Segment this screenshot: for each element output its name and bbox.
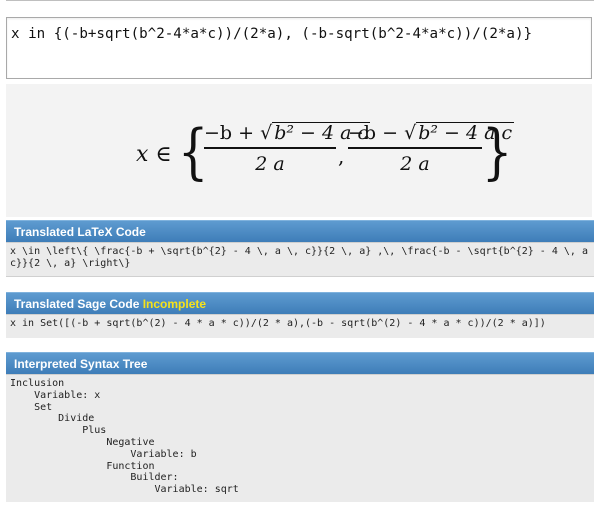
fraction-plus-numerator: −b + √b² − 4 a c: [204, 122, 371, 144]
rendered-math-area: x ∈ { −b + √b² − 4 a c 2 a , −b − √b² − …: [6, 84, 592, 217]
formula-in-symbol: ∈: [155, 142, 172, 167]
sage-panel-header[interactable]: Translated Sage Code Incomplete: [6, 292, 594, 314]
tree-node: Builder:: [10, 472, 179, 484]
top-divider: [6, 0, 594, 1]
tree-panel-title: Interpreted Syntax Tree: [14, 357, 148, 371]
tree-panel-body: Inclusion Variable: x Set Divide Plus Ne…: [6, 374, 594, 502]
latex-line-2: c}}{2 \, a} \right\}: [10, 258, 131, 269]
formula-comma: ,: [338, 144, 345, 168]
fraction-plus: −b + √b² − 4 a c 2 a: [204, 122, 371, 175]
radicand-minus: b² − 4 a c: [416, 122, 515, 144]
tree-node: Variable: sqrt: [10, 484, 239, 496]
fraction-minus: −b − √b² − 4 a c 2 a: [348, 122, 515, 175]
sage-code-line: x in Set([(-b + sqrt(b^(2) - 4 * a * c))…: [10, 318, 546, 329]
latex-panel-body: x \in \left\{ \frac{-b + \sqrt{b^{2} - 4…: [6, 242, 594, 276]
tree-node: Variable: b: [10, 448, 197, 460]
expression-input-text[interactable]: x in {(-b+sqrt(b^2-4*a*c))/(2*a), (-b-sq…: [11, 26, 533, 42]
radicand-plus: b² − 4 a c: [272, 122, 371, 144]
fraction-minus-denominator: 2 a: [400, 153, 430, 175]
formula-variable: x ∈: [136, 142, 172, 167]
latex-panel-title: Translated LaTeX Code: [14, 225, 146, 239]
tree-panel-header[interactable]: Interpreted Syntax Tree: [6, 352, 594, 374]
expression-input[interactable]: x in {(-b+sqrt(b^2-4*a*c))/(2*a), (-b-sq…: [6, 17, 592, 79]
fraction-plus-denominator: 2 a: [255, 153, 285, 175]
formula-var: x: [136, 142, 149, 167]
tree-node: Divide: [10, 413, 95, 425]
latex-panel-header[interactable]: Translated LaTeX Code: [6, 220, 594, 242]
tree-node: Variable: x: [10, 389, 101, 401]
tree-node: Plus: [10, 425, 107, 437]
formula-open-brace: {: [177, 117, 209, 187]
fraction-minus-bar: [348, 147, 482, 149]
fraction-minus-numerator: −b − √b² − 4 a c: [348, 122, 515, 144]
sage-panel-title: Translated Sage Code: [14, 297, 140, 311]
formula-close-brace: }: [481, 117, 513, 187]
sage-status-badge: Incomplete: [142, 297, 207, 311]
fraction-plus-bar: [204, 147, 336, 149]
numerator-minus-prefix: −b −: [348, 122, 405, 144]
tree-node: Function: [10, 460, 155, 472]
latex-panel-bottom-rule: [6, 276, 594, 277]
sage-panel-body: x in Set([(-b + sqrt(b^(2) - 4 * a * c))…: [6, 314, 594, 338]
tree-node: Negative: [10, 436, 155, 448]
latex-line-1: x \in \left\{ \frac{-b + \sqrt{b^{2} - 4…: [10, 246, 594, 257]
numerator-plus-prefix: −b +: [204, 122, 261, 144]
tree-node: Inclusion: [10, 378, 65, 389]
tree-node: Set: [10, 401, 53, 413]
